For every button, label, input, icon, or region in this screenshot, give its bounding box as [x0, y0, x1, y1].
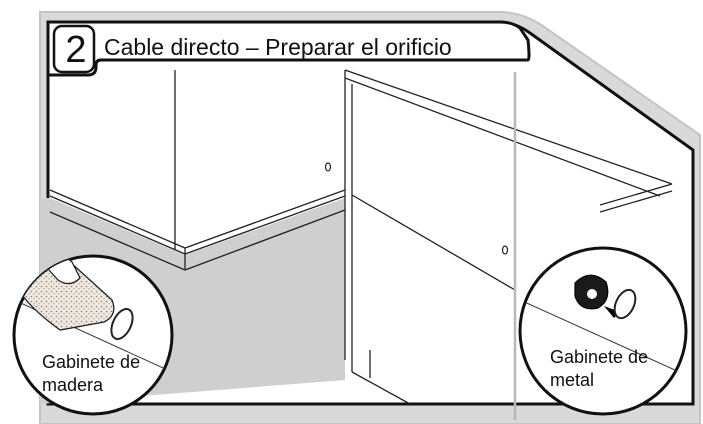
metal-cabinet-label: Gabinete de metal: [550, 346, 648, 392]
metal-callout: [518, 246, 688, 416]
wood-cabinet-label-line1: Gabinete de: [42, 352, 141, 372]
step-title: Cable directo – Preparar el orificio: [104, 34, 452, 60]
wood-callout: [12, 254, 174, 416]
left-cabinet-hole: [324, 162, 332, 172]
drilled-hole: [110, 308, 134, 340]
left-cabinet: [49, 70, 346, 360]
metal-cabinet-label-line1: Gabinete de: [550, 347, 649, 367]
step-tab: [46, 20, 531, 77]
grommet-hole: [613, 288, 637, 320]
wood-cabinet-label-line2: madera: [42, 375, 104, 395]
right-cabinet-hole: [501, 245, 509, 255]
metal-cabinet-label-line2: metal: [550, 370, 595, 390]
wood-cabinet-label: Gabinete de madera: [42, 351, 140, 397]
step-number: 2: [65, 29, 87, 71]
step-number-box: [52, 24, 96, 74]
